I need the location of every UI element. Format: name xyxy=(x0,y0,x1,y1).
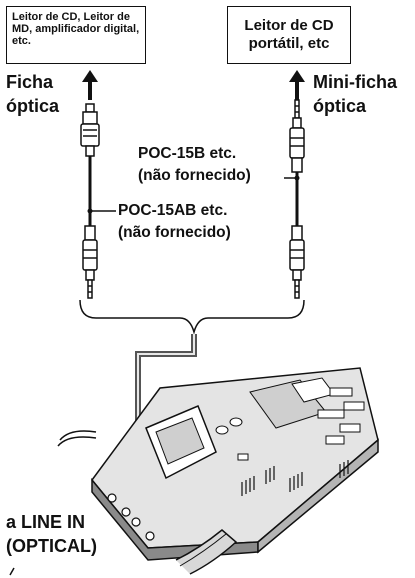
arrow-to-left-box xyxy=(82,70,98,100)
source-devices-box: Leitor de CD, Leitor de MD, amplificador… xyxy=(6,6,146,64)
line-in-optical-label-line1: a LINE IN xyxy=(6,512,86,532)
corner-mark xyxy=(9,567,15,576)
optical-mini-plug-label-line1: Mini-ficha xyxy=(313,72,397,92)
poc-15b-label-line1: POC-15B etc. xyxy=(138,145,237,162)
optical-cable-poc-15ab xyxy=(80,103,100,299)
poc-15b-label: POC-15B etc. (não fornecido) xyxy=(138,143,251,187)
portable-cd-player-box: Leitor de CD portátil, etc xyxy=(227,6,351,64)
line-in-optical-label: a LINE IN (OPTICAL) xyxy=(6,510,97,558)
source-devices-text: Leitor de CD, Leitor de MD, amplificador… xyxy=(12,11,140,47)
md-recorder-device xyxy=(57,367,379,575)
arrow-to-right-box xyxy=(289,70,305,100)
poc-15ab-label-line2: (não fornecido) xyxy=(118,224,231,241)
optical-cable-poc-15b xyxy=(289,99,305,299)
optical-mini-plug-label-line2: óptica xyxy=(313,96,367,116)
portable-cd-player-text: Leitor de CD portátil, etc xyxy=(244,17,334,52)
line-in-optical-label-line2: (OPTICAL) xyxy=(6,536,97,556)
poc-15ab-label: POC-15AB etc. (não fornecido) xyxy=(118,200,231,244)
optical-plug-label: Ficha óptica xyxy=(6,70,59,118)
poc-15ab-label-line1: POC-15AB etc. xyxy=(118,202,228,219)
grouping-brace xyxy=(79,299,305,335)
poc-15ab-leader-dot xyxy=(87,208,93,214)
poc-15b-label-line2: (não fornecido) xyxy=(138,167,251,184)
optical-plug-label-line1: Ficha xyxy=(6,72,54,92)
optical-mini-plug-label: Mini-ficha óptica xyxy=(313,70,397,118)
poc-15b-leader-dot xyxy=(294,175,300,181)
optical-plug-label-line2: óptica xyxy=(6,96,60,116)
